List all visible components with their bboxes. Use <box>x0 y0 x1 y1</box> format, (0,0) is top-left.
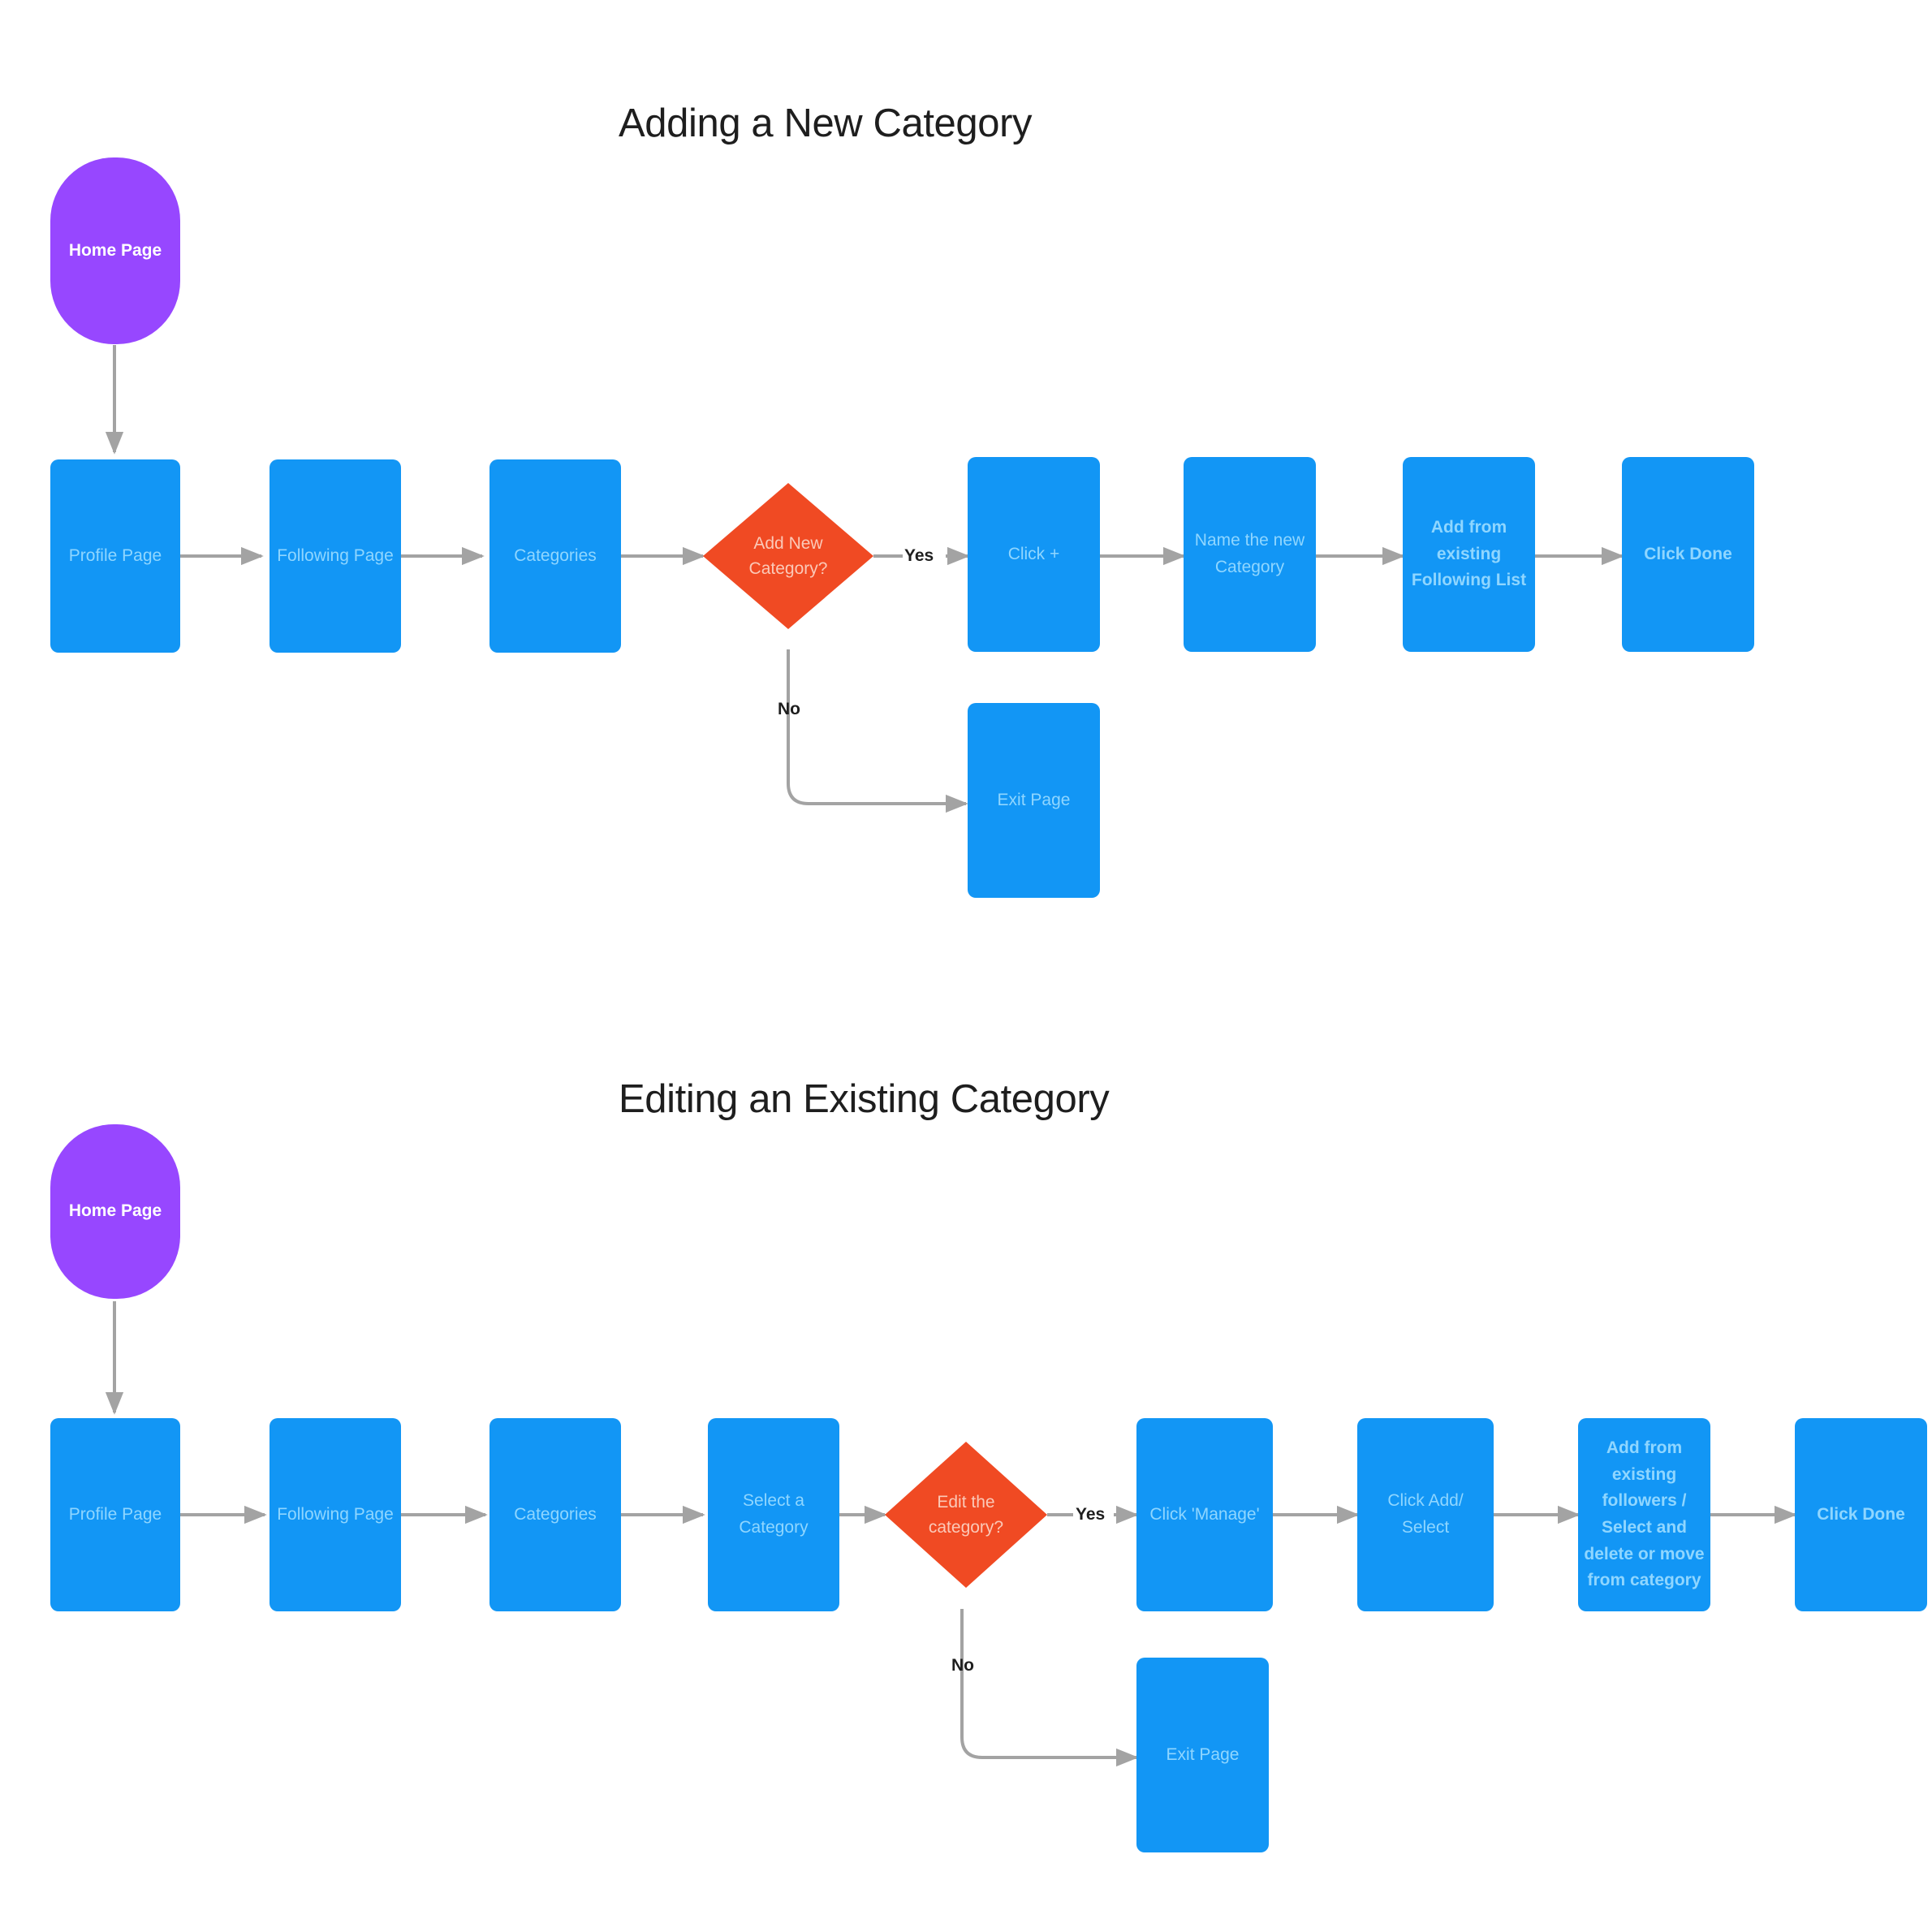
node-label: Click Done <box>1817 1504 1905 1524</box>
node-label: Edit the category? <box>928 1492 1004 1537</box>
node-click-done-1[interactable]: Click Done <box>1622 457 1754 652</box>
node-label: Profile Page <box>68 1504 162 1524</box>
node-name-new-category-1[interactable]: Name the new Category <box>1184 457 1316 652</box>
node-profile-page-2[interactable]: Profile Page <box>50 1418 180 1611</box>
edge-decision-no-to-exit-1 <box>787 649 968 813</box>
node-label: Name the new Category <box>1194 531 1305 576</box>
node-label: Add from existing Following List <box>1411 518 1527 590</box>
node-label: Select a Category <box>739 1491 809 1537</box>
edge-label-yes-2: Yes <box>1076 1505 1106 1524</box>
node-add-from-existing-following-list-1[interactable]: Add from existing Following List <box>1403 457 1535 652</box>
diamond-shape <box>703 483 873 629</box>
edge-label-no-2: No <box>951 1656 974 1675</box>
node-label: Click Add/ Select <box>1387 1491 1464 1537</box>
node-label: Exit Page <box>1166 1744 1240 1764</box>
node-click-done-2[interactable]: Click Done <box>1795 1418 1927 1611</box>
node-click-plus-1[interactable]: Click + <box>968 457 1100 652</box>
node-decision-edit-the-category[interactable]: Edit the category? <box>885 1442 1047 1588</box>
node-label: Add from existing followers / Select and… <box>1584 1438 1705 1590</box>
node-click-add-select-2[interactable]: Click Add/ Select <box>1357 1418 1494 1611</box>
section-title-adding-new-category: Adding a New Category <box>619 101 1033 145</box>
edge-label-yes-1: Yes <box>904 546 934 565</box>
node-click-manage-2[interactable]: Click 'Manage' <box>1136 1418 1273 1611</box>
diamond-shape <box>885 1442 1047 1588</box>
node-label: Following Page <box>277 1504 394 1524</box>
node-exit-page-2[interactable]: Exit Page <box>1136 1658 1269 1852</box>
node-label: Click 'Manage' <box>1149 1504 1260 1524</box>
section-title-editing-existing-category: Editing an Existing Category <box>619 1077 1110 1121</box>
node-label: Add New Category? <box>748 533 828 579</box>
node-label: Categories <box>514 546 597 565</box>
node-label: Exit Page <box>997 790 1071 809</box>
node-exit-page-1[interactable]: Exit Page <box>968 703 1100 898</box>
node-categories-1[interactable]: Categories <box>489 459 621 653</box>
node-label: Click + <box>1007 544 1060 563</box>
node-home-page-2[interactable]: Home Page <box>50 1124 180 1299</box>
node-add-from-existing-followers-2[interactable]: Add from existing followers / Select and… <box>1578 1418 1710 1611</box>
node-label: Categories <box>514 1504 597 1524</box>
edge-decision-no-to-exit-2 <box>960 1609 1139 1767</box>
node-following-page-1[interactable]: Following Page <box>270 459 401 653</box>
node-decision-add-new-category[interactable]: Add New Category? <box>703 483 873 629</box>
edge-label-no-1: No <box>778 700 800 718</box>
node-select-a-category-2[interactable]: Select a Category <box>708 1418 839 1611</box>
node-home-page-1[interactable]: Home Page <box>50 157 180 344</box>
node-categories-2[interactable]: Categories <box>489 1418 621 1611</box>
node-profile-page-1[interactable]: Profile Page <box>50 459 180 653</box>
node-label: Home Page <box>68 240 162 260</box>
node-label: Following Page <box>277 546 394 565</box>
node-following-page-2[interactable]: Following Page <box>270 1418 401 1611</box>
node-label: Home Page <box>68 1201 162 1221</box>
node-label: Click Done <box>1644 544 1732 563</box>
node-label: Profile Page <box>68 546 162 565</box>
